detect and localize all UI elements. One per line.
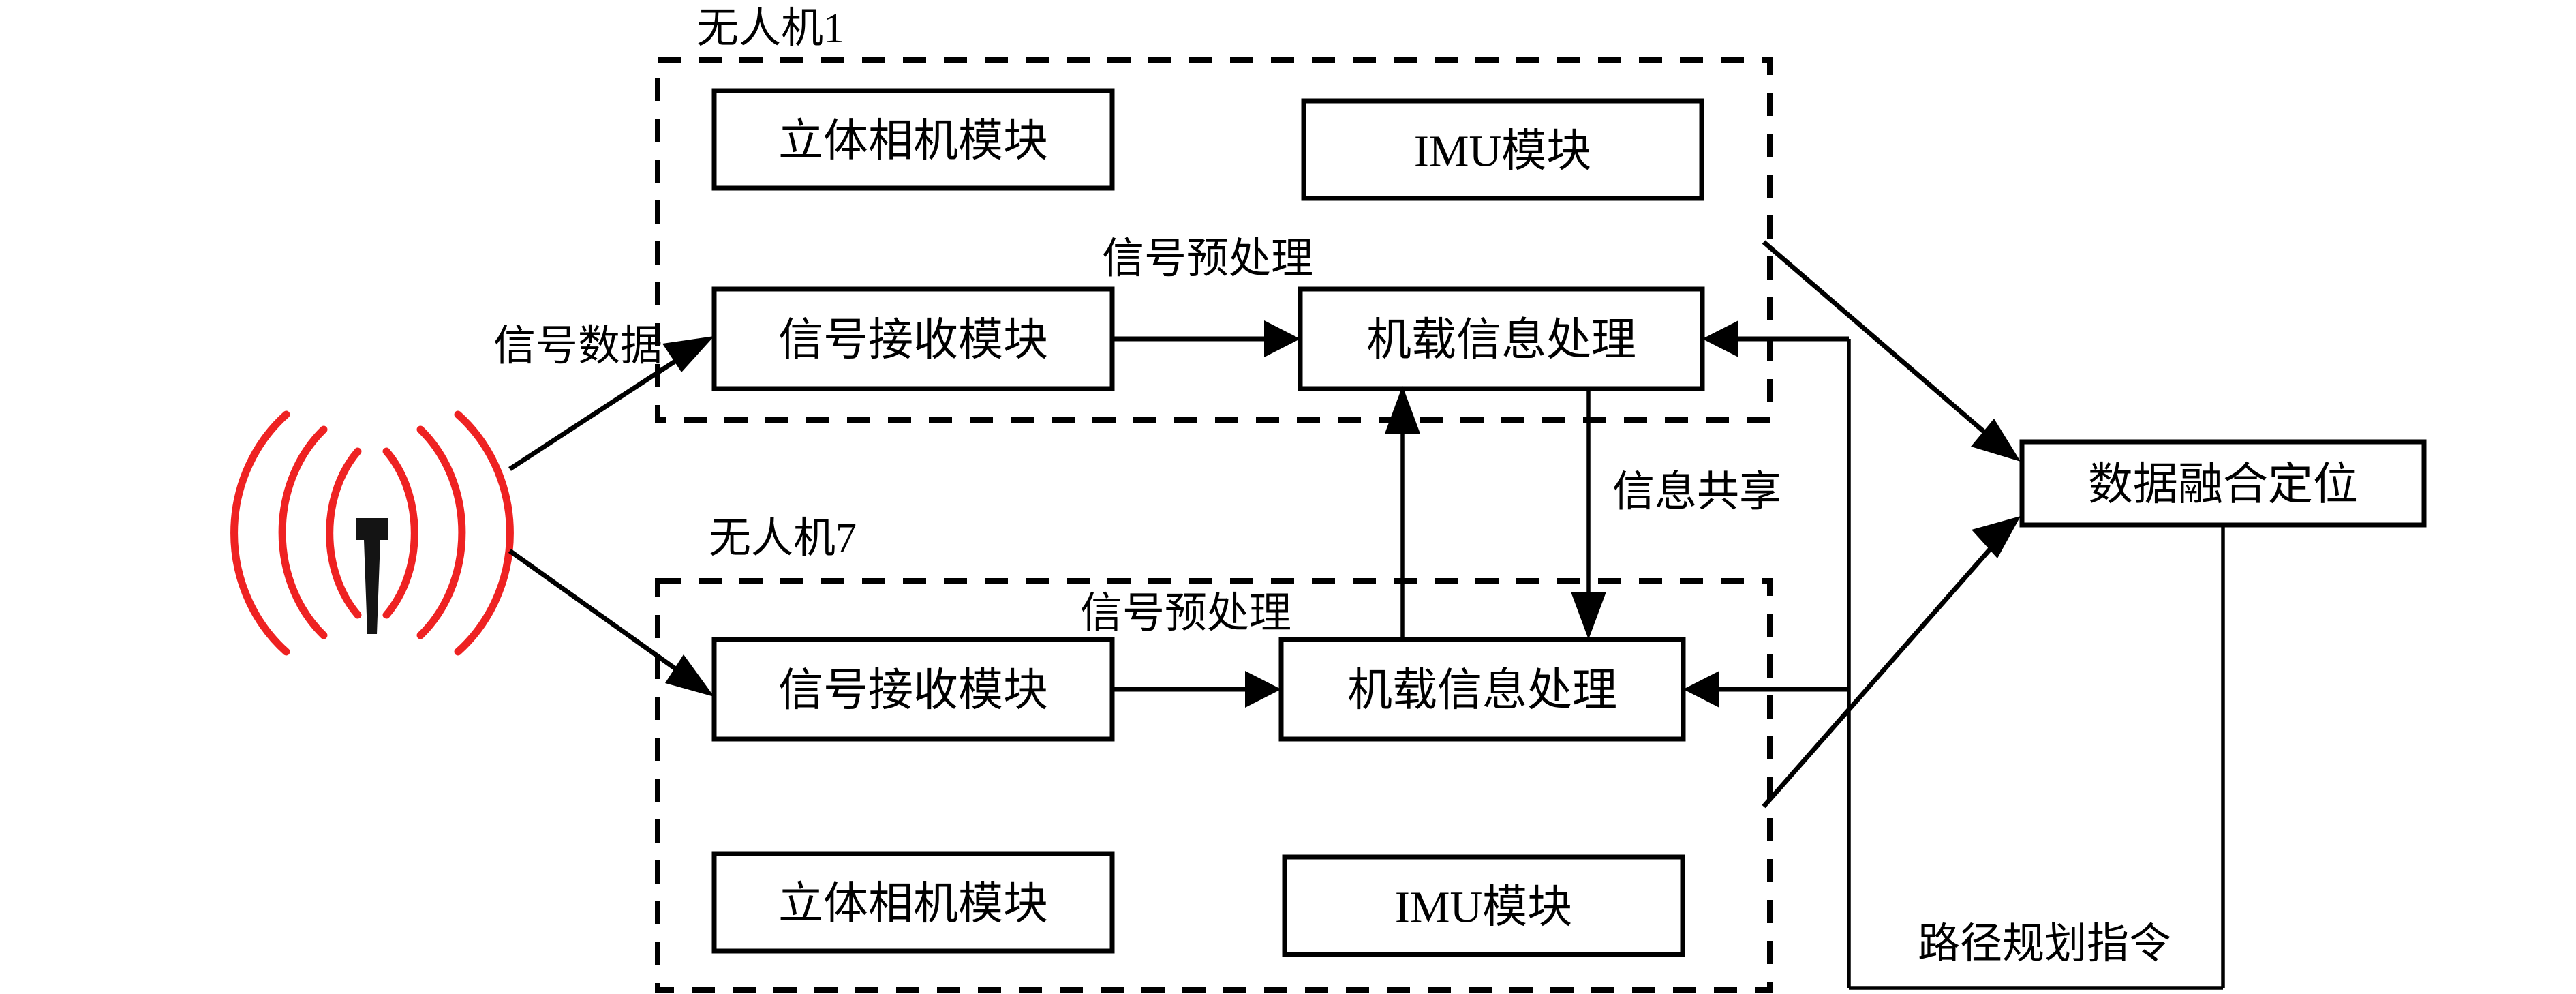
node-label-uav7-signal-receiver: 信号接收模块 [778, 666, 1048, 716]
edge-uav7-receiver-to-processing [1112, 671, 1281, 708]
edge-label-signal-preprocess-top: 信号预处理 [1102, 236, 1313, 282]
edge-label-path-planning-command: 路径规划指令 [1918, 921, 2171, 967]
node-box-uav7-onboard-processing[interactable] [1278, 637, 1686, 742]
edge-uav7-to-uav1-processing-up [1385, 386, 1420, 639]
edge-antenna-to-uav1-receiver [508, 336, 714, 471]
antenna-signal-icon [230, 410, 514, 656]
edge-uav1-receiver-to-processing [1112, 320, 1300, 357]
edge-data-fusion-feedback [1683, 320, 2225, 990]
group-box-uav7 [655, 578, 1773, 993]
node-box-uav1-onboard-processing[interactable] [1298, 286, 1705, 391]
node-label-uav7-imu: IMU模块 [1395, 883, 1572, 933]
node-label-uav1-stereo-camera: 立体相机模块 [778, 117, 1048, 166]
node-label-uav1-imu: IMU模块 [1414, 127, 1591, 177]
edge-uav7-to-data-fusion [1762, 516, 2021, 809]
node-box-data-fusion[interactable] [2019, 439, 2427, 528]
node-box-uav1-stereo-camera[interactable] [711, 88, 1115, 191]
group-label-uav1: 无人机1 [696, 5, 844, 52]
group-label-uav7: 无人机7 [709, 515, 857, 562]
node-label-uav1-signal-receiver: 信号接收模块 [778, 316, 1048, 365]
node-box-uav7-stereo-camera[interactable] [711, 851, 1115, 954]
edge-label-signal-preprocess-bottom: 信号预处理 [1080, 590, 1291, 637]
node-box-uav7-imu[interactable] [1282, 854, 1685, 957]
node-box-uav1-imu[interactable] [1301, 98, 1704, 201]
node-label-data-fusion: 数据融合定位 [2088, 460, 2358, 510]
node-label-uav7-stereo-camera: 立体相机模块 [778, 879, 1048, 929]
edge-uav1-to-uav7-processing-down [1571, 389, 1606, 639]
node-label-uav1-onboard-processing: 机载信息处理 [1366, 316, 1636, 365]
edge-antenna-to-uav7-receiver [508, 549, 714, 697]
edge-label-info-sharing: 信息共享 [1612, 469, 1781, 515]
node-label-uav7-onboard-processing: 机载信息处理 [1347, 666, 1617, 716]
edge-label-signal-data: 信号数据 [493, 323, 662, 370]
edge-uav1-to-data-fusion [1762, 240, 2021, 462]
